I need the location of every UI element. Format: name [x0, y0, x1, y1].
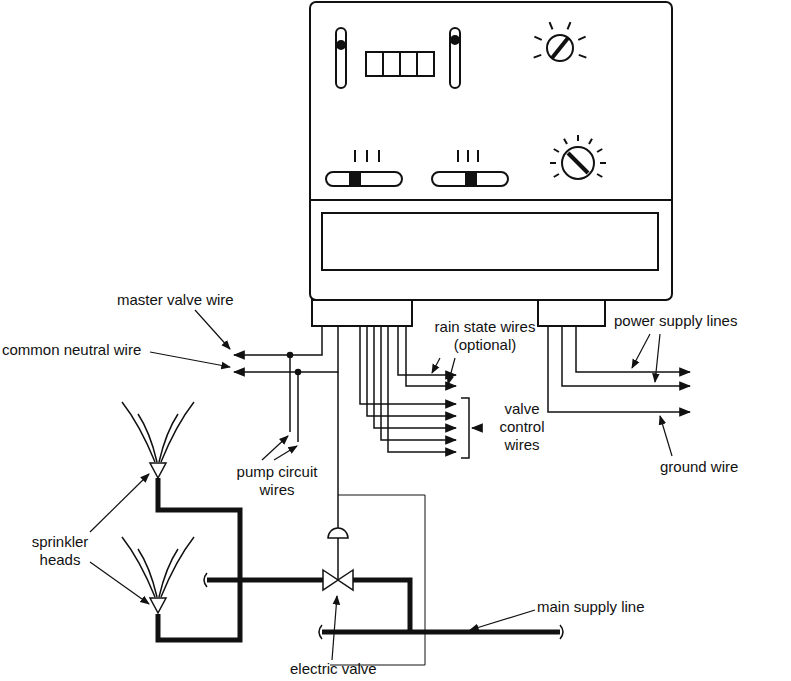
callout-label: common neutral wire: [2, 341, 141, 359]
callout-label: valve control wires: [482, 400, 562, 454]
callout-label: rain state wires (optional): [418, 318, 552, 354]
electric-valve: [323, 528, 353, 590]
callout-label: electric valve: [290, 660, 377, 678]
callout-label: main supply line: [537, 598, 645, 616]
callout-label: pump circuit wires: [232, 463, 322, 499]
wires: [234, 326, 690, 665]
callout-label: master valve wire: [117, 291, 234, 309]
callout-label: ground wire: [660, 458, 738, 476]
leader-lines: [90, 310, 672, 660]
sprinkler-heads: [122, 402, 194, 613]
controller: [310, 2, 672, 326]
callout-label: power supply lines: [614, 312, 737, 330]
callout-label: sprinkler heads: [22, 533, 98, 569]
pipe-breaks: [204, 573, 563, 639]
pipes: [158, 478, 560, 640]
